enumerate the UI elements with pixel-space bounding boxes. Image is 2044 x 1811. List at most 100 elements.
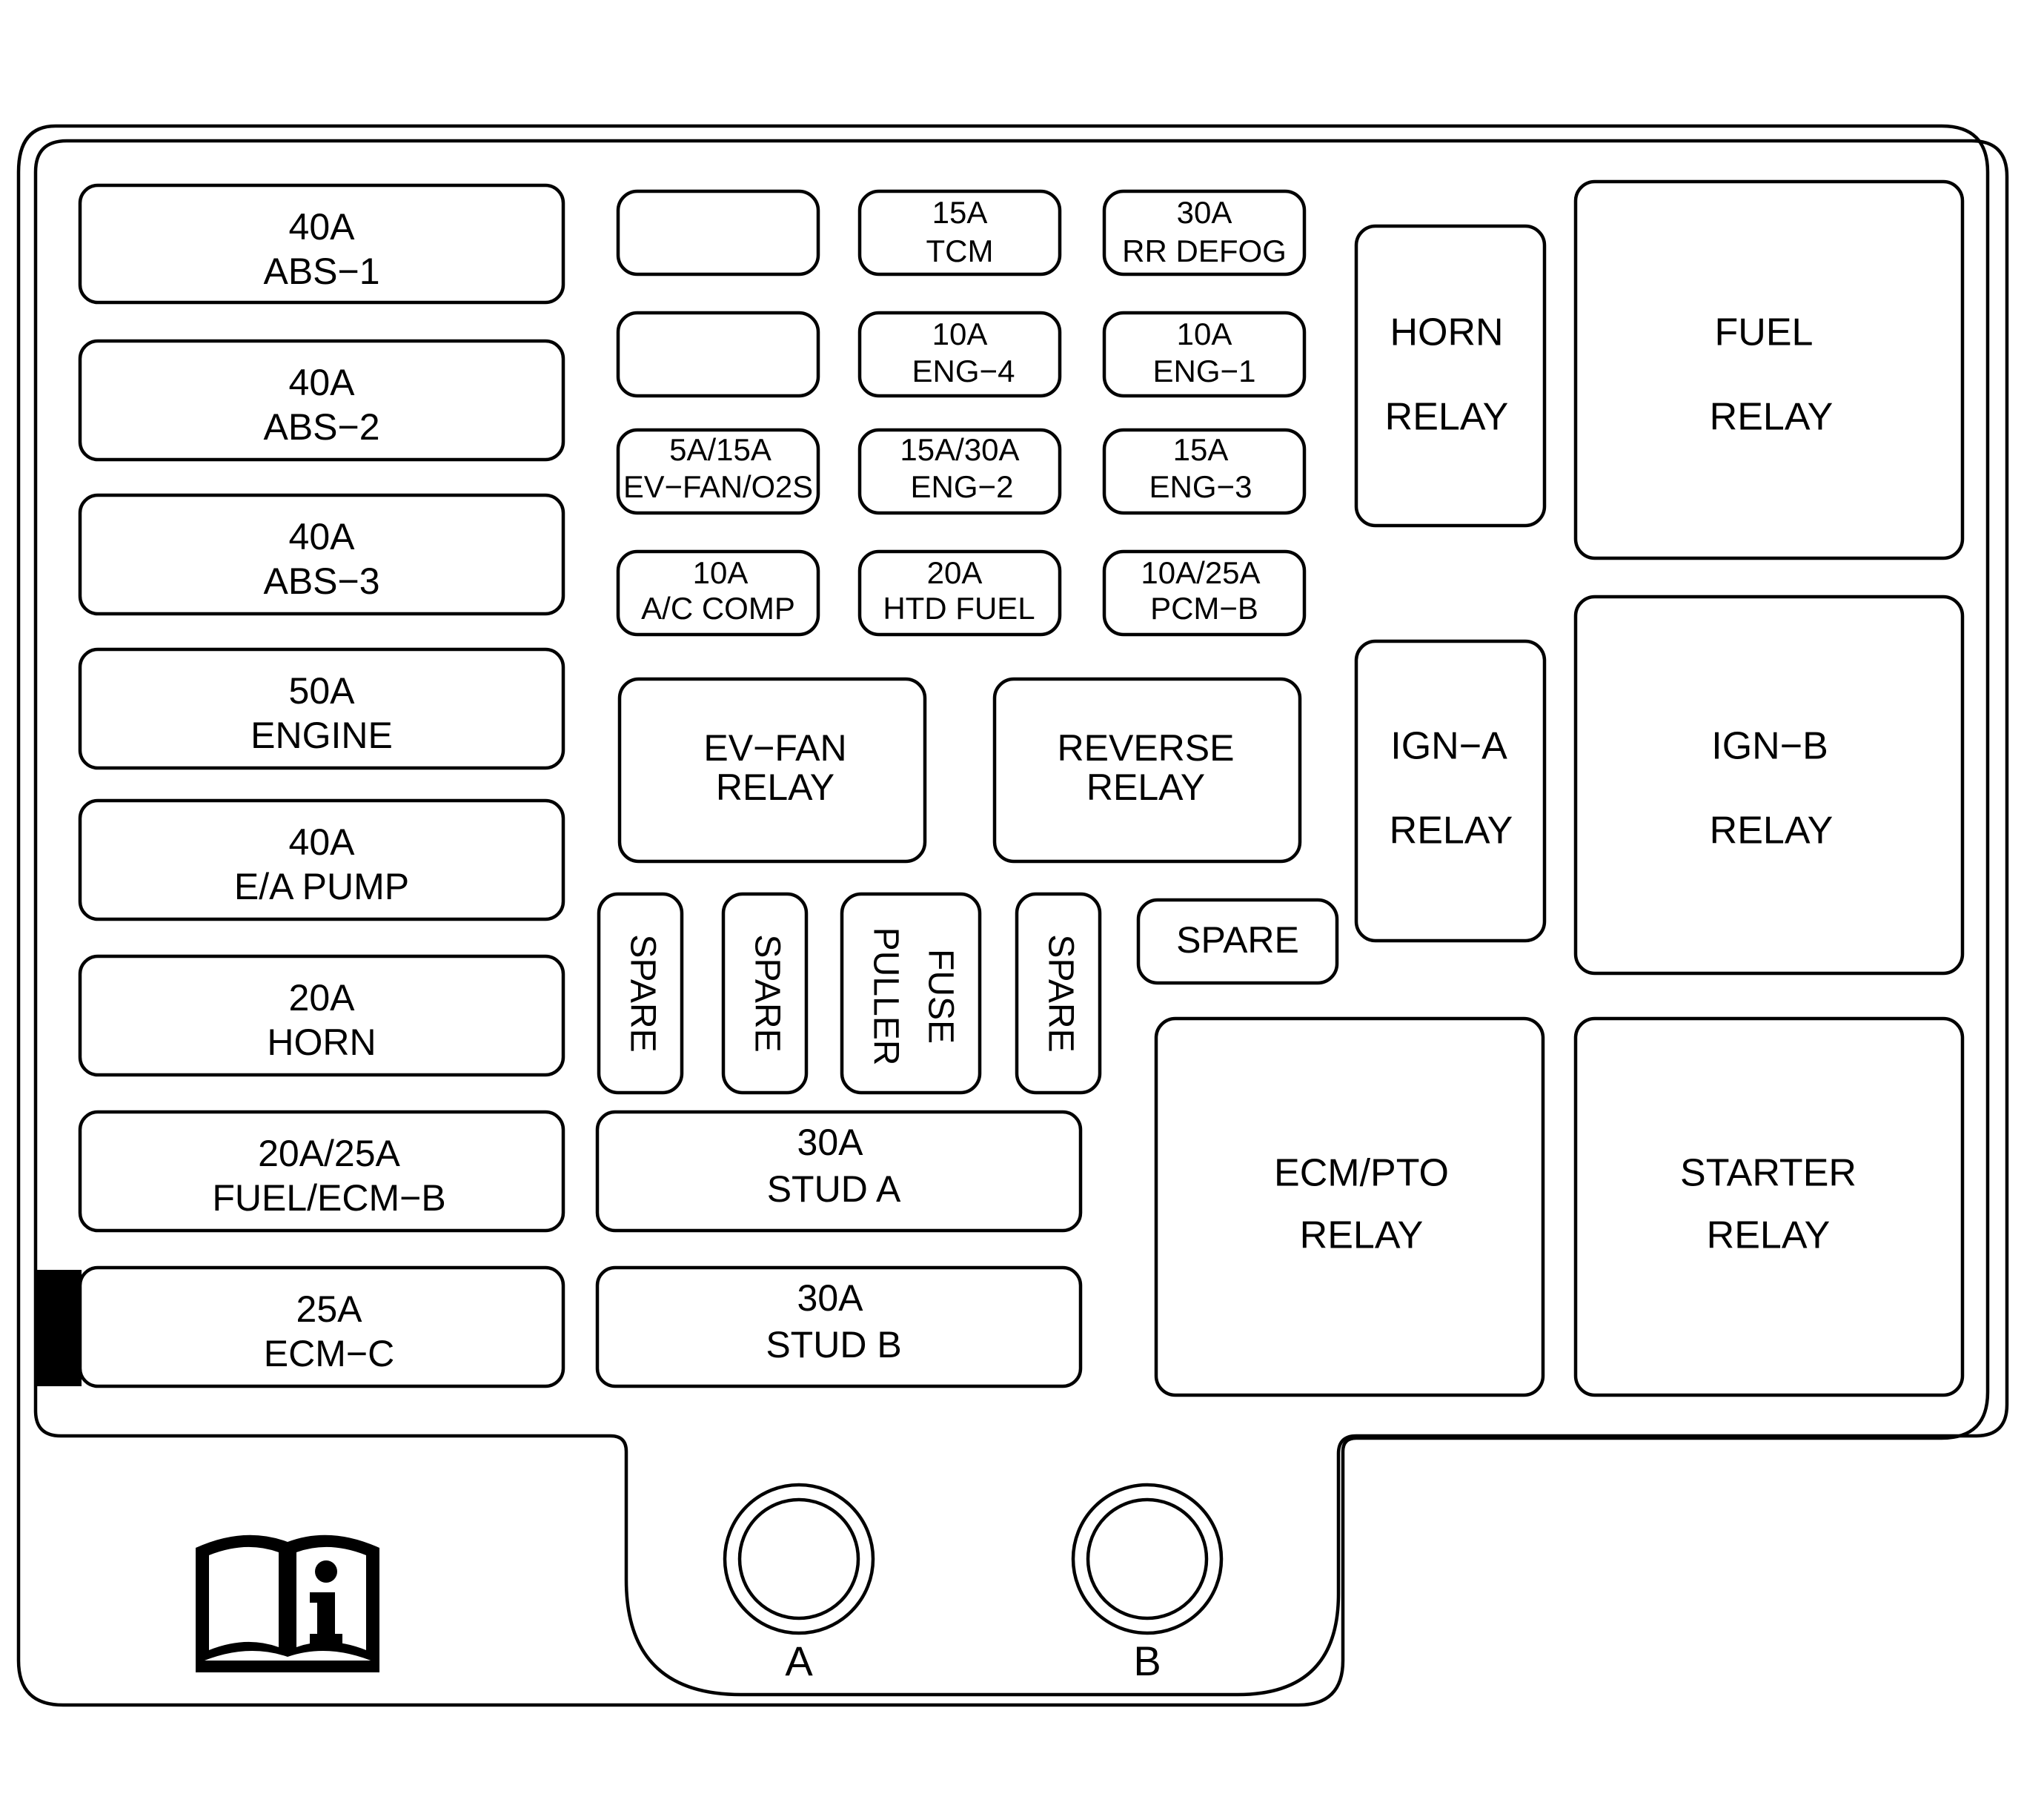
spare-slot-horizontal[interactable]: SPARE bbox=[1136, 898, 1339, 985]
fuse-circuit-name: ENG−3 bbox=[1149, 469, 1252, 504]
mini-fuse-ac-comp[interactable]: 10A A/C COMP bbox=[616, 549, 820, 637]
fuse-amperage: 15A bbox=[932, 195, 988, 230]
fuse-amperage: 15A bbox=[1173, 432, 1229, 467]
fuse-amperage: 20A bbox=[927, 555, 983, 590]
large-fuse-abs-2[interactable]: 40A ABS−2 bbox=[78, 339, 565, 462]
relay-type: RELAY bbox=[1385, 396, 1509, 439]
terminal-a[interactable]: A bbox=[723, 1483, 875, 1684]
slot-label: FUSE bbox=[920, 949, 960, 1044]
terminal-b[interactable]: B bbox=[1071, 1483, 1224, 1684]
fuse-amperage: 20A/25A bbox=[258, 1133, 400, 1174]
terminal-label: A bbox=[785, 1638, 813, 1684]
relay-name: HORN bbox=[1390, 311, 1503, 354]
mini-fuse-eng-3[interactable]: 15A ENG−3 bbox=[1102, 428, 1307, 515]
large-fuse-abs-1[interactable]: 40A ABS−1 bbox=[78, 183, 565, 305]
slot-label: SPARE bbox=[747, 934, 786, 1052]
fuse-amperage: 10A bbox=[932, 317, 988, 351]
fuse-amperage: 20A bbox=[289, 977, 356, 1019]
vertical-slot-spare-2[interactable]: SPARE bbox=[721, 892, 809, 1095]
relay-name: IGN−B bbox=[1711, 725, 1828, 768]
relay-type: RELAY bbox=[1710, 396, 1834, 439]
mini-fuse-empty-2[interactable] bbox=[616, 311, 820, 398]
relay-type: RELAY bbox=[1300, 1214, 1424, 1257]
relay-type: RELAY bbox=[1390, 810, 1513, 852]
fuse-circuit-name: ENGINE bbox=[250, 715, 393, 756]
slot-label: SPARE bbox=[623, 934, 662, 1052]
vertical-slot-spare-3[interactable]: SPARE bbox=[1015, 892, 1102, 1095]
stud-fuse-b[interactable]: 30A STUD B bbox=[595, 1265, 1083, 1388]
fuse-amperage: 30A bbox=[797, 1277, 864, 1319]
edge-marker bbox=[36, 1270, 82, 1386]
relay-type: RELAY bbox=[1710, 810, 1834, 852]
slot-label: PULLER bbox=[866, 927, 905, 1066]
fuse-amperage: 40A bbox=[289, 821, 356, 863]
fuse-amperage: 30A bbox=[1177, 195, 1232, 230]
relay-ecm-pto[interactable]: ECM/PTO RELAY bbox=[1154, 1016, 1545, 1397]
large-fuse-horn[interactable]: 20A HORN bbox=[78, 954, 565, 1077]
fuse-amperage: 25A bbox=[296, 1288, 363, 1330]
relay-fuel[interactable]: FUEL RELAY bbox=[1573, 179, 1965, 560]
mini-fuse-eng-1[interactable]: 10A ENG−1 bbox=[1102, 311, 1307, 398]
mini-fuse-eng-4[interactable]: 10A ENG−4 bbox=[857, 311, 1062, 398]
mini-fuse-rr-defog[interactable]: 30A RR DEFOG bbox=[1102, 189, 1307, 277]
fuse-circuit-name: HORN bbox=[267, 1022, 376, 1063]
relay-horn[interactable]: HORN RELAY bbox=[1354, 224, 1547, 528]
fuse-amperage: 40A bbox=[289, 362, 356, 403]
stud-fuse-a[interactable]: 30A STUD A bbox=[595, 1110, 1083, 1233]
relay-ev-fan[interactable]: EV−FAN RELAY bbox=[617, 677, 927, 864]
large-fuse-ecm-c[interactable]: 25A ECM−C bbox=[78, 1265, 565, 1388]
fuse-circuit-name: PCM−B bbox=[1150, 591, 1258, 626]
fuse-amperage: 10A bbox=[1177, 317, 1232, 351]
large-fuse-engine[interactable]: 50A ENGINE bbox=[78, 647, 565, 770]
fuse-amperage: 10A bbox=[693, 555, 749, 590]
fuse-amperage: 15A/30A bbox=[900, 432, 1019, 467]
fuse-circuit-name: TCM bbox=[926, 234, 994, 268]
relay-ign-a[interactable]: IGN−A RELAY bbox=[1354, 639, 1547, 943]
fuse-circuit-name: ECM−C bbox=[264, 1333, 394, 1374]
fuse-circuit-name: EV−FAN/O2S bbox=[623, 469, 813, 504]
vertical-slot-fuse-puller[interactable]: FUSE PULLER bbox=[840, 892, 982, 1095]
relay-name: IGN−A bbox=[1390, 725, 1507, 768]
fuse-amperage: 40A bbox=[289, 516, 356, 557]
fuse-circuit-name: A/C COMP bbox=[641, 591, 795, 626]
relay-ign-b[interactable]: IGN−B RELAY bbox=[1573, 595, 1965, 976]
fuse-amperage: 10A/25A bbox=[1141, 555, 1260, 590]
relay-name: REVERSE bbox=[1058, 727, 1235, 769]
large-fuse-abs-3[interactable]: 40A ABS−3 bbox=[78, 493, 565, 616]
fuse-circuit-name: RR DEFOG bbox=[1122, 234, 1287, 268]
fuse-amperage: 40A bbox=[289, 206, 356, 248]
relay-name: ECM/PTO bbox=[1274, 1152, 1449, 1195]
large-fuse-ea-pump[interactable]: 40A E/A PUMP bbox=[78, 798, 565, 921]
relay-starter[interactable]: STARTER RELAY bbox=[1573, 1016, 1965, 1397]
fuse-amperage: 5A/15A bbox=[669, 432, 772, 467]
mini-fuse-pcm-b[interactable]: 10A/25A PCM−B bbox=[1102, 549, 1307, 637]
fuse-compartment-outline bbox=[33, 139, 2009, 1697]
fuse-circuit-name: HTD FUEL bbox=[883, 591, 1035, 626]
fuse-circuit-name: ABS−3 bbox=[263, 560, 379, 602]
mini-fuse-ev-fan-o2s[interactable]: 5A/15A EV−FAN/O2S bbox=[616, 428, 820, 515]
relay-type: RELAY bbox=[716, 767, 834, 808]
mini-fuse-htd-fuel[interactable]: 20A HTD FUEL bbox=[857, 549, 1062, 637]
fuse-circuit-name: ABS−1 bbox=[263, 251, 379, 292]
vertical-slot-spare-1[interactable]: SPARE bbox=[597, 892, 684, 1095]
fuse-circuit-name: E/A PUMP bbox=[234, 866, 409, 907]
fuse-circuit-name: STUD A bbox=[767, 1168, 901, 1210]
large-fuse-fuel-ecm-b[interactable]: 20A/25A FUEL/ECM−B bbox=[78, 1110, 565, 1233]
relay-name: EV−FAN bbox=[703, 727, 846, 769]
fuse-circuit-name: FUEL/ECM−B bbox=[212, 1177, 445, 1219]
fuse-amperage: 30A bbox=[797, 1122, 864, 1163]
relay-name: FUEL bbox=[1715, 311, 1814, 354]
owner-manual-info-icon bbox=[196, 1534, 379, 1672]
relay-reverse[interactable]: REVERSE RELAY bbox=[992, 677, 1302, 864]
fuse-circuit-name: ENG−2 bbox=[911, 469, 1014, 504]
mini-fuse-tcm[interactable]: 15A TCM bbox=[857, 189, 1062, 277]
fuse-circuit-name: ENG−1 bbox=[1153, 354, 1256, 388]
mini-fuse-empty-1[interactable] bbox=[616, 189, 820, 277]
slot-label: SPARE bbox=[1176, 919, 1299, 961]
mini-fuse-eng-2[interactable]: 15A/30A ENG−2 bbox=[857, 428, 1062, 515]
fuse-circuit-name: ENG−4 bbox=[912, 354, 1015, 388]
terminal-label: B bbox=[1133, 1638, 1161, 1684]
slot-label: SPARE bbox=[1041, 934, 1080, 1052]
housing-outline bbox=[16, 124, 1990, 1707]
